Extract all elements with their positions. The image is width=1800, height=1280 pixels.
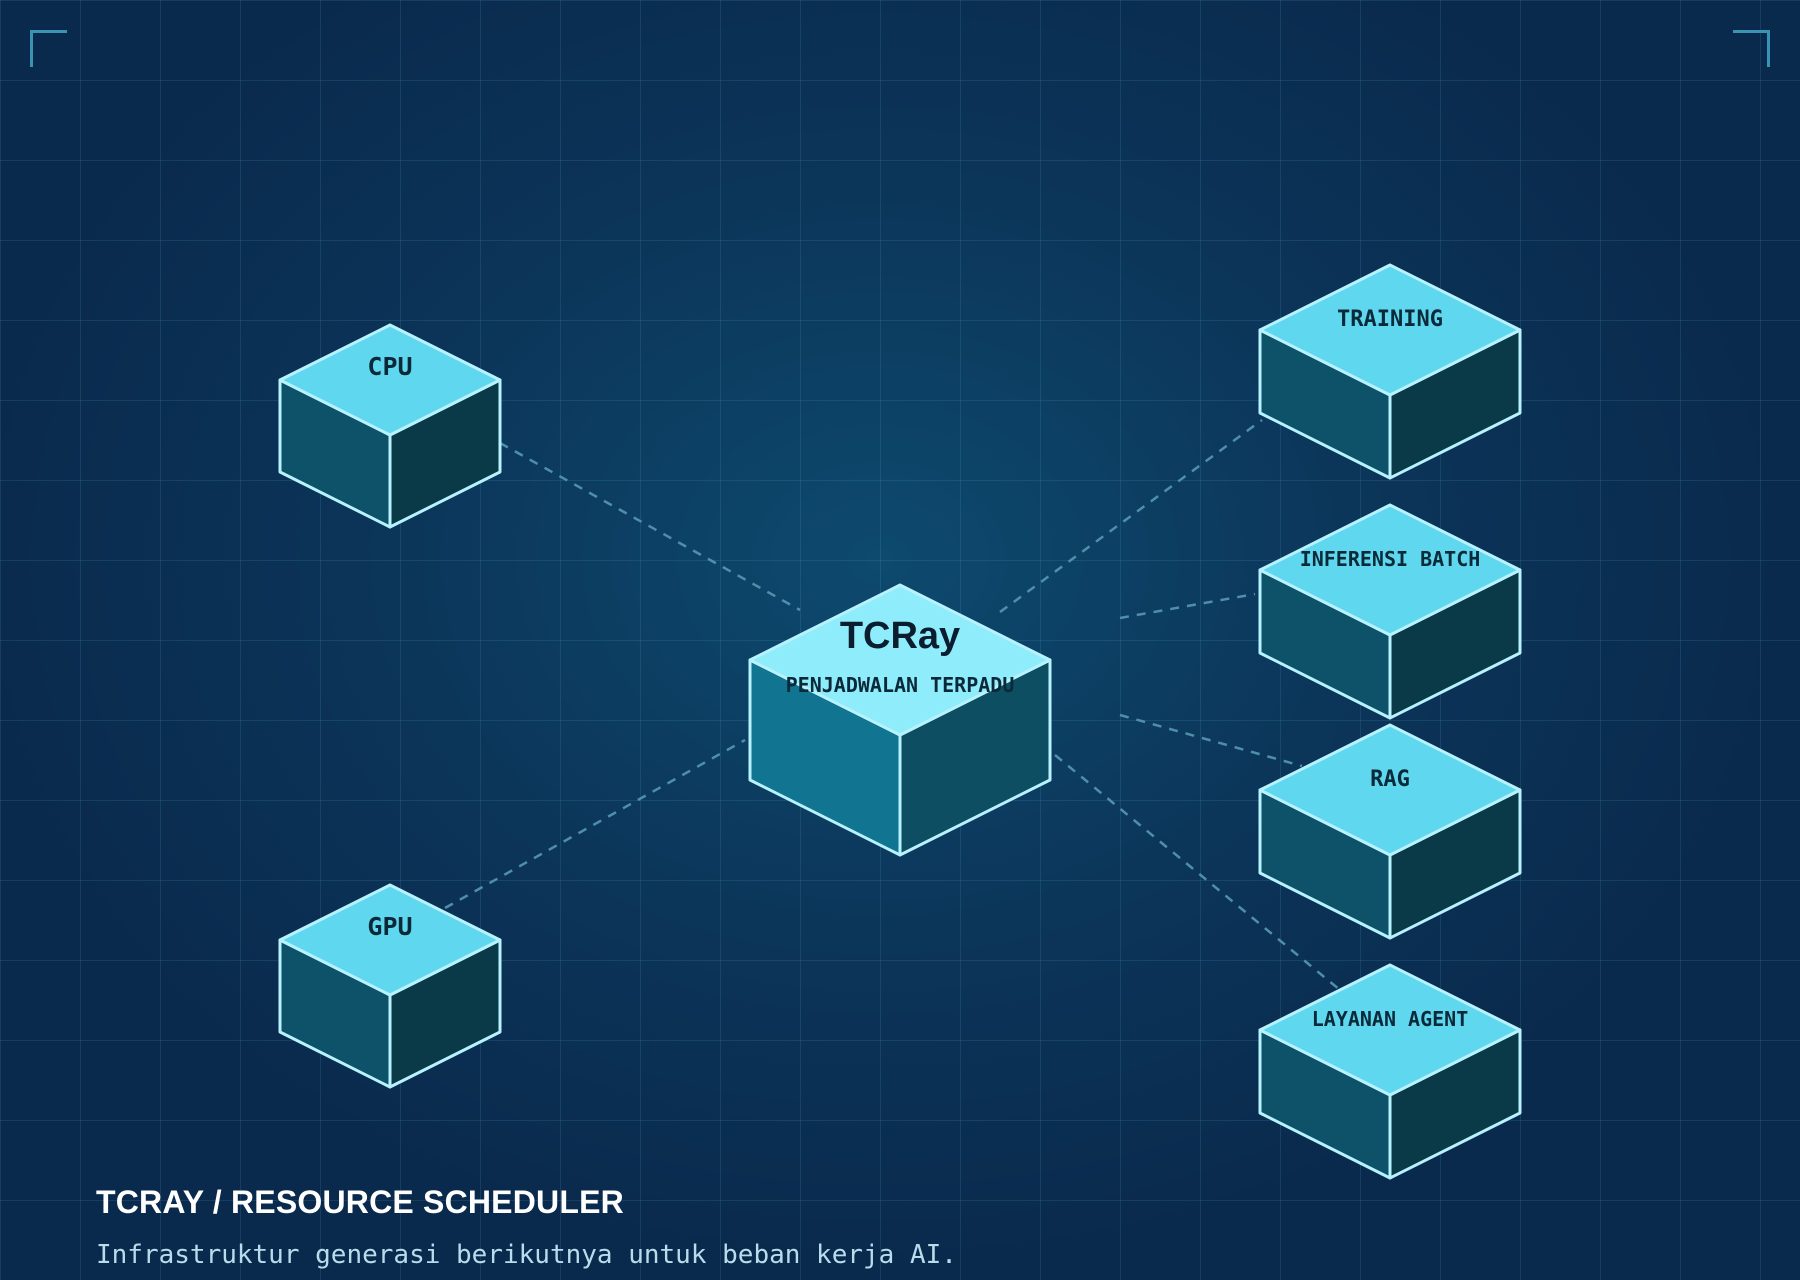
corner-bracket-top-left	[30, 30, 67, 67]
resource-label-cpu: CPU	[367, 352, 412, 381]
hub-title: TCRay	[840, 615, 960, 657]
cpu-cube	[278, 323, 502, 529]
gpu-cube-top-face	[278, 883, 502, 997]
connector-hub-training	[999, 418, 1263, 614]
connector-hub-layanan-agent	[1054, 754, 1341, 991]
inferensi-batch-cube-top-face	[1258, 503, 1522, 637]
layanan-agent-cube-top-face	[1258, 963, 1522, 1097]
rag-cube	[1258, 723, 1522, 940]
layanan-agent-cube	[1258, 963, 1522, 1180]
corner-bracket-top-right	[1733, 30, 1770, 67]
workload-label-layanan-agent: LAYANAN AGENT	[1312, 1007, 1469, 1031]
workload-label-inferensi-batch: INFERENSI BATCH	[1300, 547, 1481, 571]
training-cube	[1258, 263, 1522, 480]
connector-lines	[444, 418, 1341, 991]
cpu-cube-top-face	[278, 323, 502, 437]
node-cubes	[278, 263, 1522, 1180]
resource-label-gpu: GPU	[367, 912, 412, 941]
training-cube-top-face	[1258, 263, 1522, 397]
inferensi-batch-cube	[1258, 503, 1522, 720]
gpu-cube	[278, 883, 502, 1089]
workload-label-rag: RAG	[1370, 767, 1410, 792]
connector-hub-rag	[1119, 713, 1303, 768]
footer-title: TCRAY / RESOURCE SCHEDULER	[96, 1184, 624, 1220]
hub-cube	[748, 583, 1052, 857]
footer-subtitle: Infrastruktur generasi berikutnya untuk …	[96, 1240, 957, 1270]
connector-cpu-hub	[499, 441, 801, 612]
hub-cube-top-face	[748, 583, 1052, 737]
connector-gpu-hub	[444, 738, 746, 910]
connector-hub-inferensi-batch	[1119, 592, 1256, 620]
rag-cube-top-face	[1258, 723, 1522, 857]
node-labels: TCRay PENJADWALAN TERPADU CPU GPU TRAINI…	[367, 307, 1480, 1031]
workload-label-training: TRAINING	[1337, 307, 1443, 332]
hub-subtitle: PENJADWALAN TERPADU	[786, 673, 1015, 697]
